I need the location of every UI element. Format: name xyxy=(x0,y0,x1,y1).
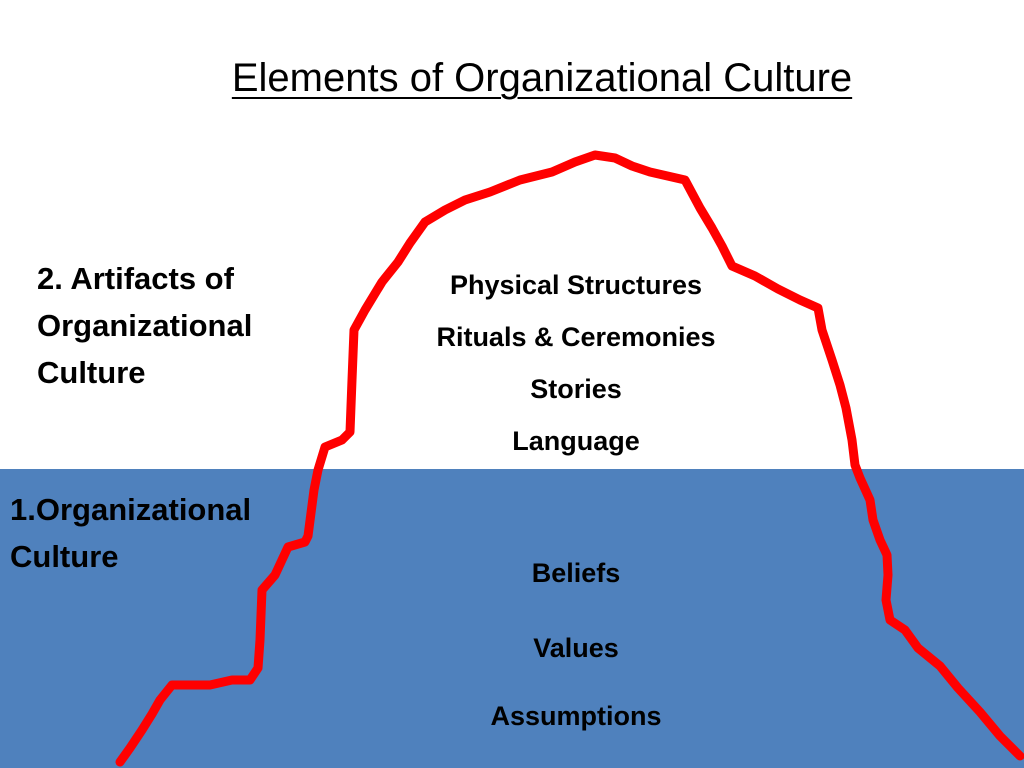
item-rituals-ceremonies: Rituals & Ceremonies xyxy=(436,322,716,352)
artifacts-label-line-1: 2. Artifacts of xyxy=(37,261,234,296)
item-language: Language xyxy=(512,426,640,456)
culture-label-line-2: Culture xyxy=(10,539,119,574)
water-region xyxy=(0,469,1024,768)
item-assumptions: Assumptions xyxy=(490,701,662,731)
page-title: Elements of Organizational Culture xyxy=(231,56,853,100)
organizational-culture-label: 1.Organizational Culture xyxy=(10,486,251,580)
item-physical-structures: Physical Structures xyxy=(449,270,703,300)
item-values: Values xyxy=(533,633,619,663)
iceberg-outline-line xyxy=(115,150,1024,767)
item-stories: Stories xyxy=(530,374,622,404)
artifacts-label-line-3: Culture xyxy=(37,355,146,390)
culture-label-line-1: 1.Organizational xyxy=(10,492,252,527)
artifacts-label-line-2: Organizational xyxy=(37,308,253,343)
artifacts-label: 2. Artifacts of Organizational Culture xyxy=(37,255,252,396)
item-beliefs: Beliefs xyxy=(531,558,621,588)
